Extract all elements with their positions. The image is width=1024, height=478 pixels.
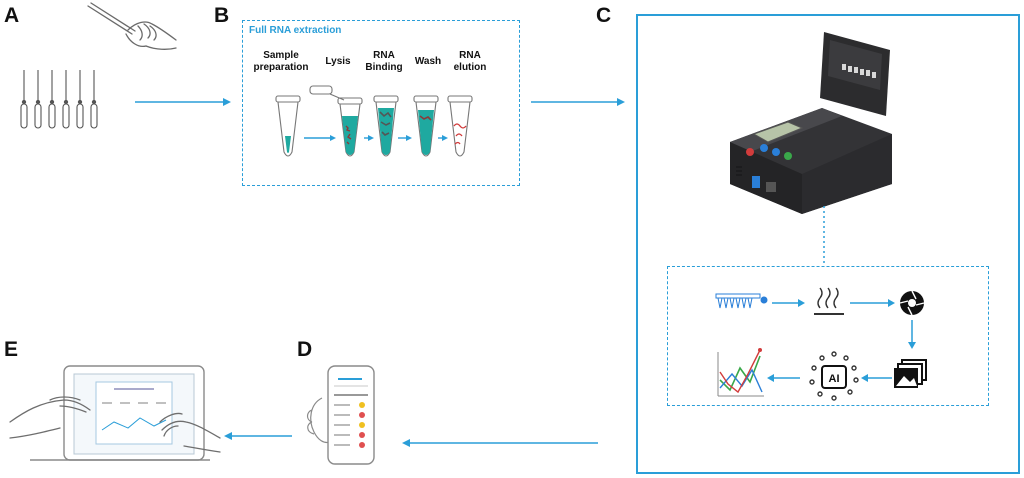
tube-binding-icon [373, 95, 399, 157]
extraction-tubes [275, 85, 473, 157]
tube-lysis-icon [309, 85, 363, 157]
step-label-line: Wash [414, 56, 442, 67]
hand-swab-illustration [87, 2, 177, 50]
device-panel-box [636, 14, 1020, 474]
step-label-line: Binding [365, 62, 403, 73]
panel-label-e: E [4, 338, 19, 361]
swab-tubes-rack [20, 70, 98, 129]
arrow-a-to-b [135, 98, 231, 106]
tube-strip-icon [715, 293, 768, 309]
ai-chip-label: AI [829, 373, 840, 385]
camera-shutter-icon [899, 290, 925, 316]
step-label-line: RNA [459, 50, 481, 61]
step-label-rna-binding: RNA Binding [362, 50, 406, 74]
step-label-lysis: Lysis [318, 56, 358, 68]
panel-label-b: B [214, 4, 230, 27]
tube-wash-icon [413, 95, 439, 157]
pcr-device-image [730, 32, 892, 214]
step-label-line: Sample [263, 50, 299, 61]
arrow-c-to-d [402, 439, 598, 447]
smartphone-app-illustration [306, 365, 375, 465]
laptop-dashboard-illustration [9, 365, 221, 461]
workflow-diagram: AI [715, 287, 927, 401]
arrow-d-to-e [224, 432, 292, 440]
phone-result-rows [334, 402, 365, 448]
tube-sample-icon [275, 95, 301, 157]
workflow-box [667, 266, 989, 406]
device-connector-line [823, 206, 825, 266]
panel-label-c: C [596, 4, 612, 27]
line-chart-icon [717, 348, 764, 397]
heat-icon [814, 287, 844, 315]
step-label-line: Lysis [325, 56, 351, 67]
tube-elution-icon [447, 95, 473, 157]
step-label-wash: Wash [408, 56, 448, 68]
extraction-title: Full RNA extraction [249, 25, 342, 36]
panel-label-d: D [297, 338, 313, 361]
arrow-b-to-c [531, 98, 625, 106]
step-label-line: elution [453, 62, 487, 73]
step-label-rna-elution: RNA elution [450, 50, 490, 74]
step-label-line: RNA [373, 50, 395, 61]
ai-chip-icon: AI [809, 351, 859, 401]
step-label-sample-preparation: Sample preparation [253, 50, 309, 74]
step-label-line: preparation [253, 62, 309, 73]
rna-extraction-box: Full RNA extraction [242, 20, 520, 186]
panel-label-a: A [4, 4, 20, 27]
image-stack-icon [894, 359, 927, 388]
